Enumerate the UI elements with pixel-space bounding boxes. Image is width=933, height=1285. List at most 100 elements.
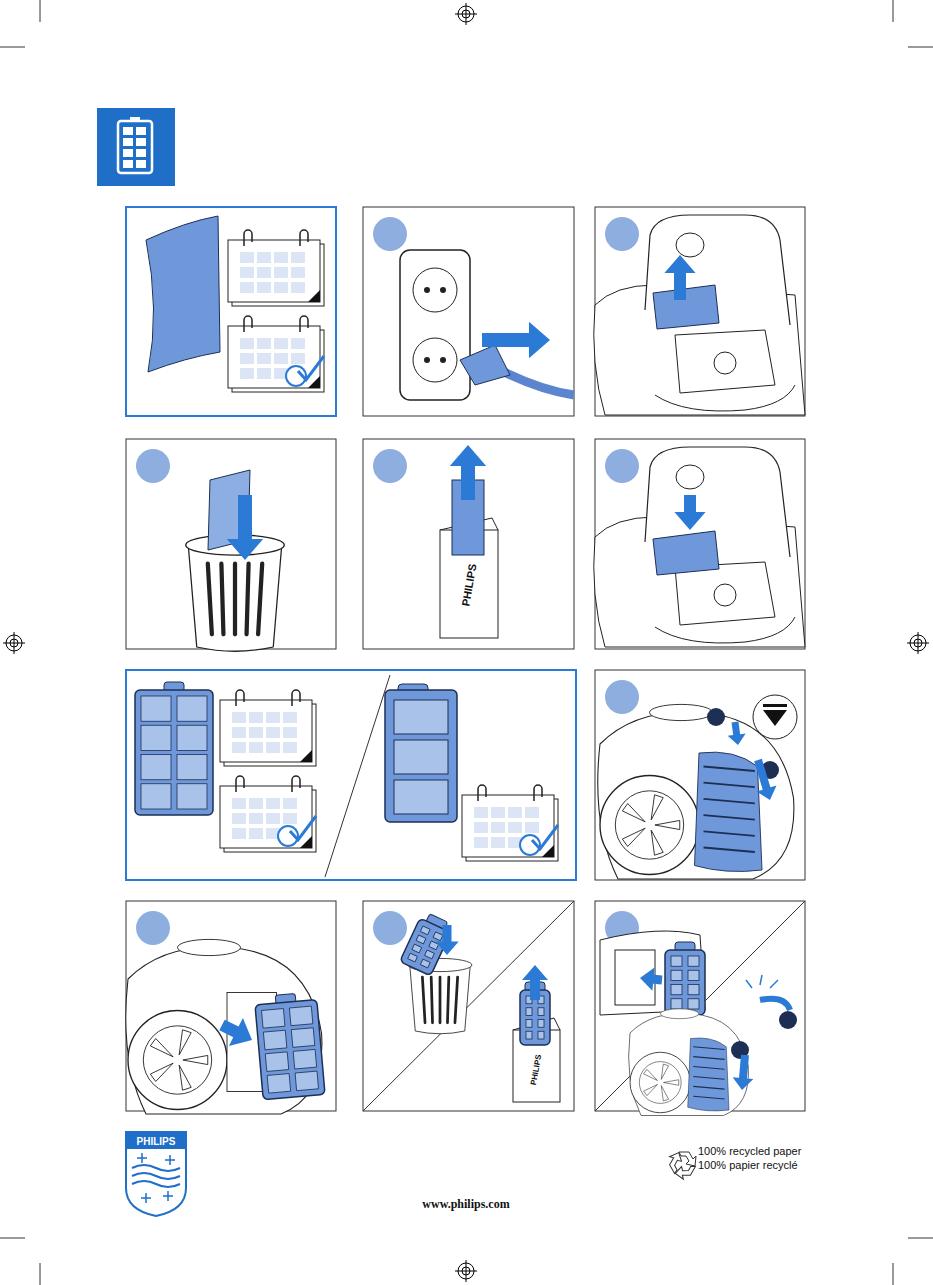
shield-outline <box>126 1132 186 1216</box>
calendar-cell <box>283 813 297 824</box>
calendar-cell <box>525 822 539 833</box>
release-symbol <box>763 710 787 726</box>
handle <box>178 939 241 955</box>
philips-shield <box>126 1132 186 1216</box>
filter-icon-cell <box>123 160 133 168</box>
filter-cell <box>671 999 682 1009</box>
click-lines <box>746 975 778 988</box>
wheel <box>600 776 699 875</box>
filter-cell <box>688 985 699 995</box>
registration-line <box>14 632 15 654</box>
lid-knob <box>676 233 704 257</box>
step-panel <box>595 670 805 880</box>
step-marker <box>136 911 170 945</box>
crop-line <box>40 0 41 22</box>
grille-slot <box>693 1047 724 1050</box>
calendar-cell <box>266 813 280 824</box>
socket-hole <box>413 268 457 312</box>
calendar-cell <box>232 828 246 839</box>
trash-rib <box>431 977 432 1023</box>
calendar-cell <box>249 798 263 809</box>
calendar-ring <box>300 316 308 332</box>
filter-cell <box>262 1009 285 1029</box>
socket-hole <box>413 338 457 382</box>
step-marker <box>373 217 407 251</box>
calendar-cell <box>266 727 280 738</box>
crop-line <box>908 1238 933 1239</box>
registration-mark <box>907 632 929 654</box>
filter-cell <box>177 784 207 809</box>
calendar-ring <box>236 776 244 792</box>
bag-holder <box>675 330 775 393</box>
socket-pin <box>440 357 446 363</box>
calendar-cell <box>291 252 305 263</box>
vacuum-shell <box>629 1013 749 1115</box>
calendar-ring <box>244 316 252 332</box>
step-panel <box>595 901 805 1111</box>
filter-cell <box>425 950 435 959</box>
flat-filter-cell <box>394 700 448 734</box>
calendar-cell <box>249 742 263 753</box>
filter-frame <box>665 950 705 1015</box>
crop-line <box>40 1263 41 1285</box>
step-panel <box>363 439 574 649</box>
calendar-ring <box>292 690 300 706</box>
power-plug <box>460 345 510 385</box>
rotate-arrow <box>760 999 790 1010</box>
step-panel <box>363 901 574 1111</box>
shield-banner <box>127 1133 185 1149</box>
filter-cell <box>688 970 699 980</box>
calendar-fold <box>542 845 554 857</box>
web-address: www.philips.com <box>422 1198 509 1211</box>
trash-rib <box>247 564 249 635</box>
wheel-hub <box>143 1026 211 1094</box>
vacuum-shell <box>598 712 794 879</box>
filter-cell <box>538 1008 544 1016</box>
filter-cell <box>688 956 699 966</box>
calendar-fold <box>308 376 320 388</box>
socket-pin <box>424 287 430 293</box>
calendar-ring <box>300 230 308 246</box>
motion-arrow <box>435 925 458 955</box>
step-marker <box>136 449 170 483</box>
calendar-cell <box>232 813 246 824</box>
calendar-cell <box>240 368 254 379</box>
filter-cell <box>688 999 699 1009</box>
calendar-cell <box>474 837 488 848</box>
callout-dot <box>707 708 725 726</box>
print-note: 100% papier recyclé <box>698 1159 798 1171</box>
filter-cell <box>267 1074 290 1094</box>
grille-slot <box>704 815 755 820</box>
filter-cell <box>420 959 430 968</box>
calendar-cell <box>291 267 305 278</box>
filter-cell <box>177 725 207 750</box>
calendar-cell <box>257 368 271 379</box>
grille-slot <box>704 831 755 836</box>
grille-slot <box>693 1086 724 1089</box>
crop-line <box>0 1238 25 1239</box>
callout-dot <box>779 1011 797 1029</box>
flat-filter <box>385 690 457 822</box>
calendar-icon <box>228 230 324 306</box>
filter-icon <box>118 117 152 173</box>
calendar-cell <box>266 712 280 723</box>
filter-cell <box>141 725 171 750</box>
crop-line <box>0 47 25 48</box>
shield-star <box>141 1193 151 1203</box>
vacuum-rear-partial <box>600 931 705 1015</box>
bag <box>655 385 795 411</box>
calendar-fold <box>300 836 312 848</box>
motor-filter <box>653 531 719 575</box>
wheel-spoke <box>183 1055 208 1064</box>
grille-slot <box>704 799 755 804</box>
calendar-cell <box>274 252 288 263</box>
wheel-spoke <box>661 1086 668 1101</box>
flat-filter-cell <box>394 740 448 774</box>
brand-name: PHILIPS <box>530 1054 544 1086</box>
recycle-symbol <box>666 1152 696 1182</box>
filter-cell <box>177 696 207 721</box>
calendar-cell <box>266 798 280 809</box>
crop-line <box>893 0 894 22</box>
trash-rib <box>439 977 442 1023</box>
filter-icon-frame <box>118 121 152 173</box>
